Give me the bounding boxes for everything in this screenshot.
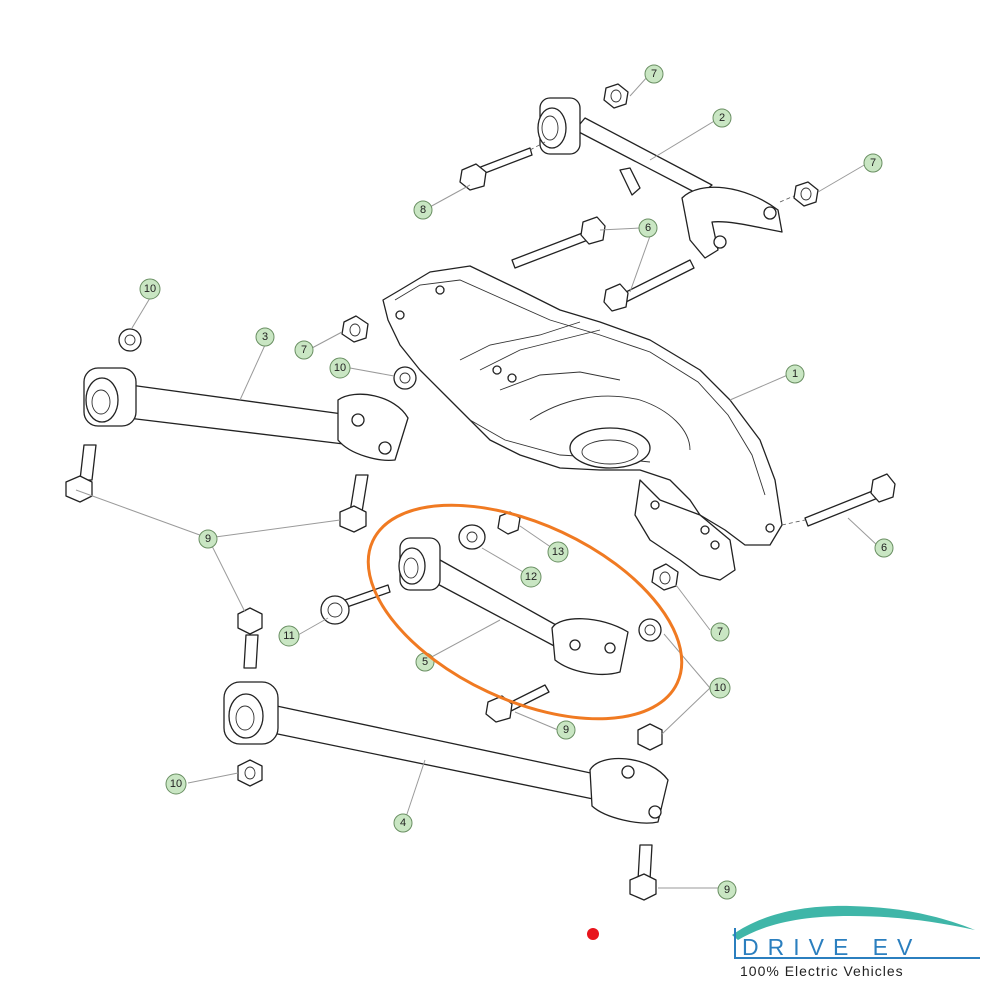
logo-swoosh-icon — [732, 905, 975, 940]
callout-6: 6 — [874, 538, 894, 558]
bolt-9-low-left — [237, 607, 263, 669]
callout-10: 10 — [329, 357, 351, 379]
bolt-11 — [320, 584, 391, 625]
leader-lines — [75, 75, 879, 889]
svg-text:10: 10 — [714, 682, 726, 694]
highlight-ellipse — [366, 503, 684, 721]
bolt-8 — [459, 141, 546, 191]
callout-6: 6 — [638, 218, 658, 238]
callout-11: 11 — [278, 625, 300, 647]
svg-text:10: 10 — [144, 283, 156, 295]
bolt-6-upper — [511, 216, 606, 269]
svg-text:11: 11 — [283, 630, 294, 642]
callout-7: 7 — [294, 340, 314, 360]
logo-tagline: 100% Electric Vehicles — [740, 963, 904, 979]
callout-10: 10 — [139, 278, 161, 300]
nut-7-subframe — [341, 315, 369, 343]
callout-9: 9 — [556, 720, 576, 740]
callout-10: 10 — [165, 773, 187, 795]
svg-text:1: 1 — [792, 368, 798, 380]
svg-text:9: 9 — [205, 533, 211, 545]
part-subframe — [382, 265, 783, 581]
svg-text:3: 3 — [262, 331, 268, 343]
callout-10: 10 — [709, 677, 731, 699]
red-marker-dot — [587, 928, 599, 940]
callout-5: 5 — [415, 652, 435, 672]
svg-text:7: 7 — [870, 157, 876, 169]
drive-ev-logo: DRIVE EV 100% Electric Vehicles — [732, 905, 980, 979]
nut-10-mid-right — [637, 723, 663, 751]
svg-text:7: 7 — [301, 344, 307, 356]
callout-7: 7 — [644, 64, 664, 84]
part-link-4 — [223, 681, 669, 824]
callout-3: 3 — [255, 327, 275, 347]
washer-12 — [458, 524, 486, 550]
logo-brand: DRIVE EV — [742, 934, 921, 960]
svg-text:8: 8 — [420, 204, 426, 216]
washer-10-subframe — [393, 366, 417, 390]
svg-text:4: 4 — [400, 817, 406, 829]
callout-7: 7 — [710, 622, 730, 642]
part-link-5 — [398, 537, 629, 675]
washer-10-top-left — [118, 328, 142, 352]
nut-10-lower-left — [237, 759, 263, 787]
svg-text:2: 2 — [719, 112, 725, 124]
bolt-9-mid — [339, 474, 369, 533]
bolt-9-left — [65, 444, 97, 503]
svg-text:7: 7 — [651, 68, 657, 80]
nut-7-top — [603, 83, 629, 109]
callout-2: 2 — [712, 108, 732, 128]
callout-12: 12 — [520, 566, 542, 588]
part-link-3 — [83, 367, 409, 461]
svg-text:10: 10 — [170, 778, 182, 790]
nut-7-lower — [651, 563, 679, 591]
bolt-9-lower-right — [485, 684, 550, 723]
svg-text:9: 9 — [724, 884, 730, 896]
callout-4: 4 — [393, 813, 413, 833]
part-upper-arm — [537, 97, 783, 259]
bolt-9-bottom — [629, 844, 657, 901]
svg-text:12: 12 — [525, 571, 537, 583]
svg-text:6: 6 — [645, 222, 651, 234]
nut-7-right — [793, 181, 819, 207]
svg-text:7: 7 — [717, 626, 723, 638]
callout-13: 13 — [547, 541, 569, 563]
svg-text:9: 9 — [563, 724, 569, 736]
callout-7: 7 — [863, 153, 883, 173]
svg-text:6: 6 — [881, 542, 887, 554]
bolt-6-right — [781, 473, 896, 527]
svg-text:13: 13 — [552, 546, 564, 558]
callout-9: 9 — [198, 529, 218, 549]
logo-bracket-icon — [734, 928, 980, 959]
callout-1: 1 — [785, 364, 805, 384]
callout-9: 9 — [717, 880, 737, 900]
callout-8: 8 — [413, 200, 433, 220]
svg-text:10: 10 — [334, 362, 346, 374]
washer-10-right — [638, 618, 662, 642]
bolt-6-lower — [603, 259, 695, 312]
svg-text:5: 5 — [422, 656, 428, 668]
